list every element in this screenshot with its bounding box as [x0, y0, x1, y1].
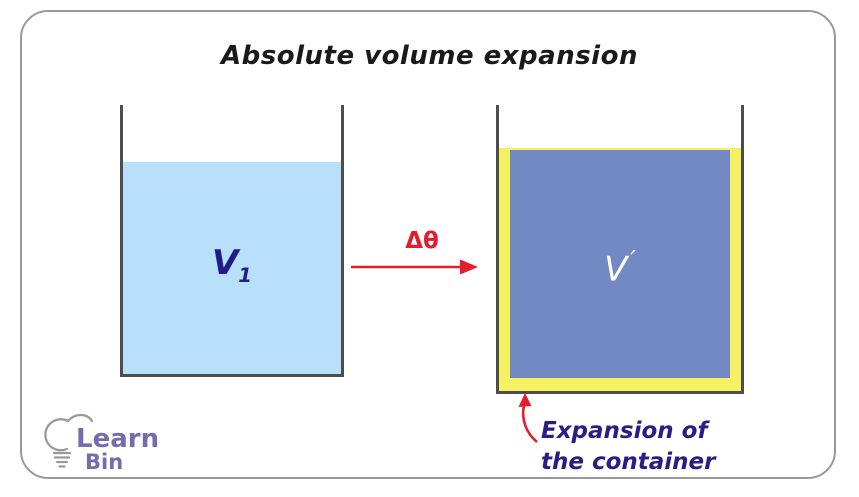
expanded-container: V′: [496, 105, 744, 394]
right-arrow-icon: [351, 259, 478, 275]
initial-volume-subscript: 1: [238, 263, 253, 287]
initial-volume-label: V1: [123, 243, 341, 287]
delta-theta-label: Δθ: [405, 228, 439, 254]
diagram-title: Absolute volume expansion: [221, 41, 638, 71]
expansion-annotation: Expansion of the container: [541, 416, 716, 478]
expanded-liquid: [510, 150, 730, 378]
expanded-volume-label: V′: [499, 245, 741, 289]
expanded-volume-symbol: V: [604, 249, 628, 290]
expanded-volume-prime: ′: [630, 245, 636, 274]
expansion-annotation-line1: Expansion of: [541, 418, 708, 444]
expansion-annotation-line2: the container: [541, 449, 716, 475]
lightbulb-icon: [44, 413, 94, 468]
initial-volume-symbol: V: [211, 243, 239, 283]
curved-arrow-icon: [518, 393, 538, 444]
diagram-frame: [20, 10, 836, 479]
initial-liquid: [123, 162, 341, 374]
logo-text-bin: Bin: [85, 450, 124, 474]
initial-container: V1: [120, 105, 344, 377]
logo-text-learn: Learn: [76, 424, 160, 454]
learnbin-logo: Learn Bin: [42, 406, 182, 486]
